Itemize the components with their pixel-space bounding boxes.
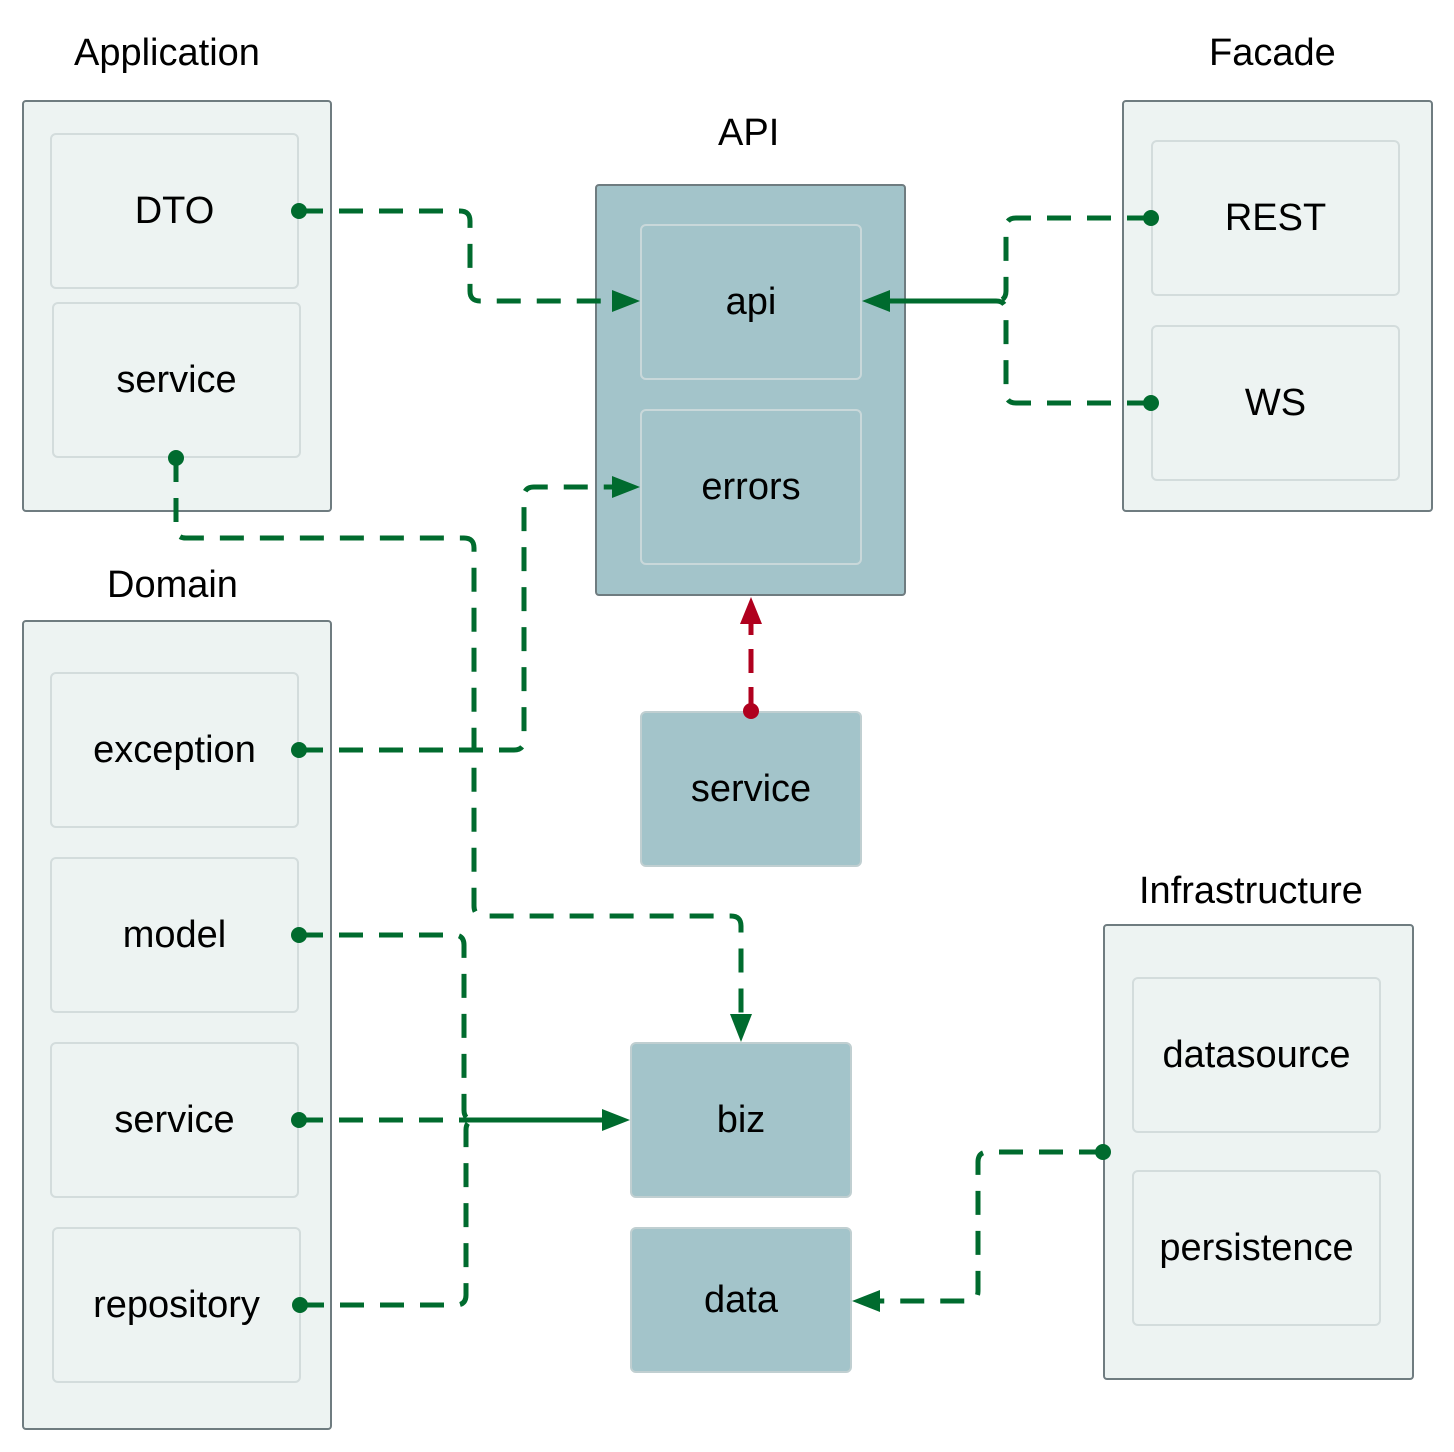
arrowhead-biz-top	[730, 1014, 752, 1042]
domain-title: Domain	[107, 564, 238, 606]
facade-ws-node: WS	[1151, 325, 1400, 481]
domain-service-node: service	[50, 1042, 299, 1198]
domain-exception-node: exception	[50, 672, 299, 828]
infrastructure-persistence-node: persistence	[1132, 1170, 1381, 1326]
facade-title: Facade	[1209, 32, 1336, 74]
application-title: Application	[74, 32, 260, 74]
edge-service-to-api-group	[740, 597, 762, 719]
service-node: service	[640, 711, 862, 867]
application-dto-node: DTO	[50, 133, 299, 289]
edge-rest-to-api	[890, 215, 1151, 304]
domain-repository-node: repository	[52, 1227, 301, 1383]
edge-exception-to-errors	[299, 484, 612, 753]
api-errors-node: errors	[640, 409, 862, 565]
arrowhead-biz-left	[602, 1109, 630, 1131]
edge-dto-to-api	[299, 208, 612, 304]
arrowhead-data	[852, 1290, 880, 1312]
api-api-node: api	[640, 224, 862, 380]
data-node: data	[630, 1227, 852, 1373]
facade-rest-node: REST	[1151, 140, 1400, 296]
domain-model-node: model	[50, 857, 299, 1013]
biz-node: biz	[630, 1042, 852, 1198]
api-title: API	[718, 112, 780, 154]
edge-datasource-to-data	[880, 1149, 1103, 1304]
infrastructure-title: Infrastructure	[1139, 870, 1363, 912]
infrastructure-datasource-node: datasource	[1132, 977, 1381, 1133]
application-service-node: service	[52, 302, 301, 458]
